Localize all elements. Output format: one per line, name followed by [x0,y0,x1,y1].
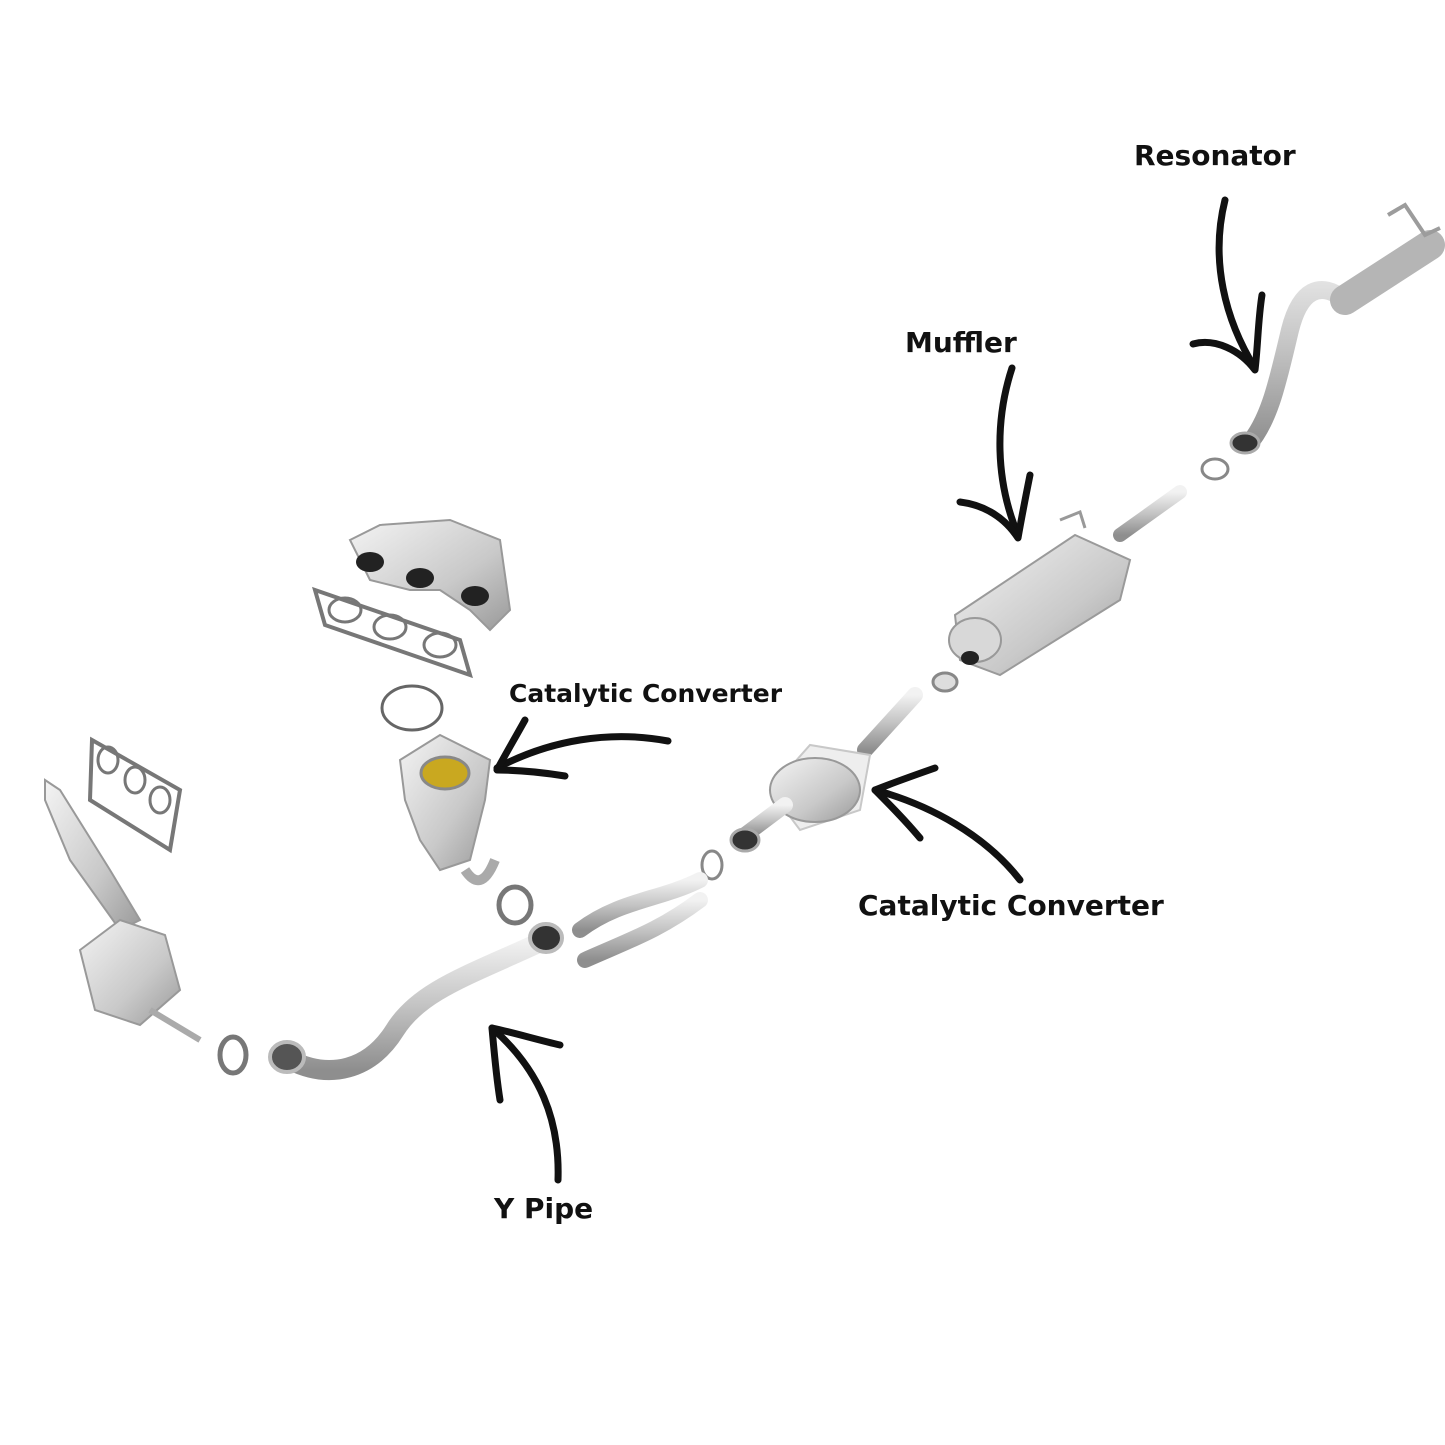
resonator-label: Resonator [1134,139,1296,172]
arrow-y-pipe [488,1024,564,1184]
arrow-catalytic-converter-upper [493,716,672,780]
arrow-resonator [1189,196,1266,374]
exhaust-manifold-upper [312,518,512,732]
muffler-label: Muffler [905,326,1017,359]
y-pipe-part [217,872,708,1080]
catalytic-converter-lower-part [700,687,923,881]
muffler-part [931,485,1187,693]
catalytic-converter-upper-part [398,733,534,926]
y-pipe-label: Y Pipe [494,1192,594,1225]
exhaust-manifold-lower [44,736,202,1043]
arrow-muffler [956,364,1034,542]
catalytic-converter-upper-label: Catalytic Converter [509,679,783,708]
arrow-catalytic-converter-lower [871,764,1024,884]
catalytic-converter-lower-label: Catalytic Converter [858,889,1164,922]
resonator-part [1200,202,1445,481]
